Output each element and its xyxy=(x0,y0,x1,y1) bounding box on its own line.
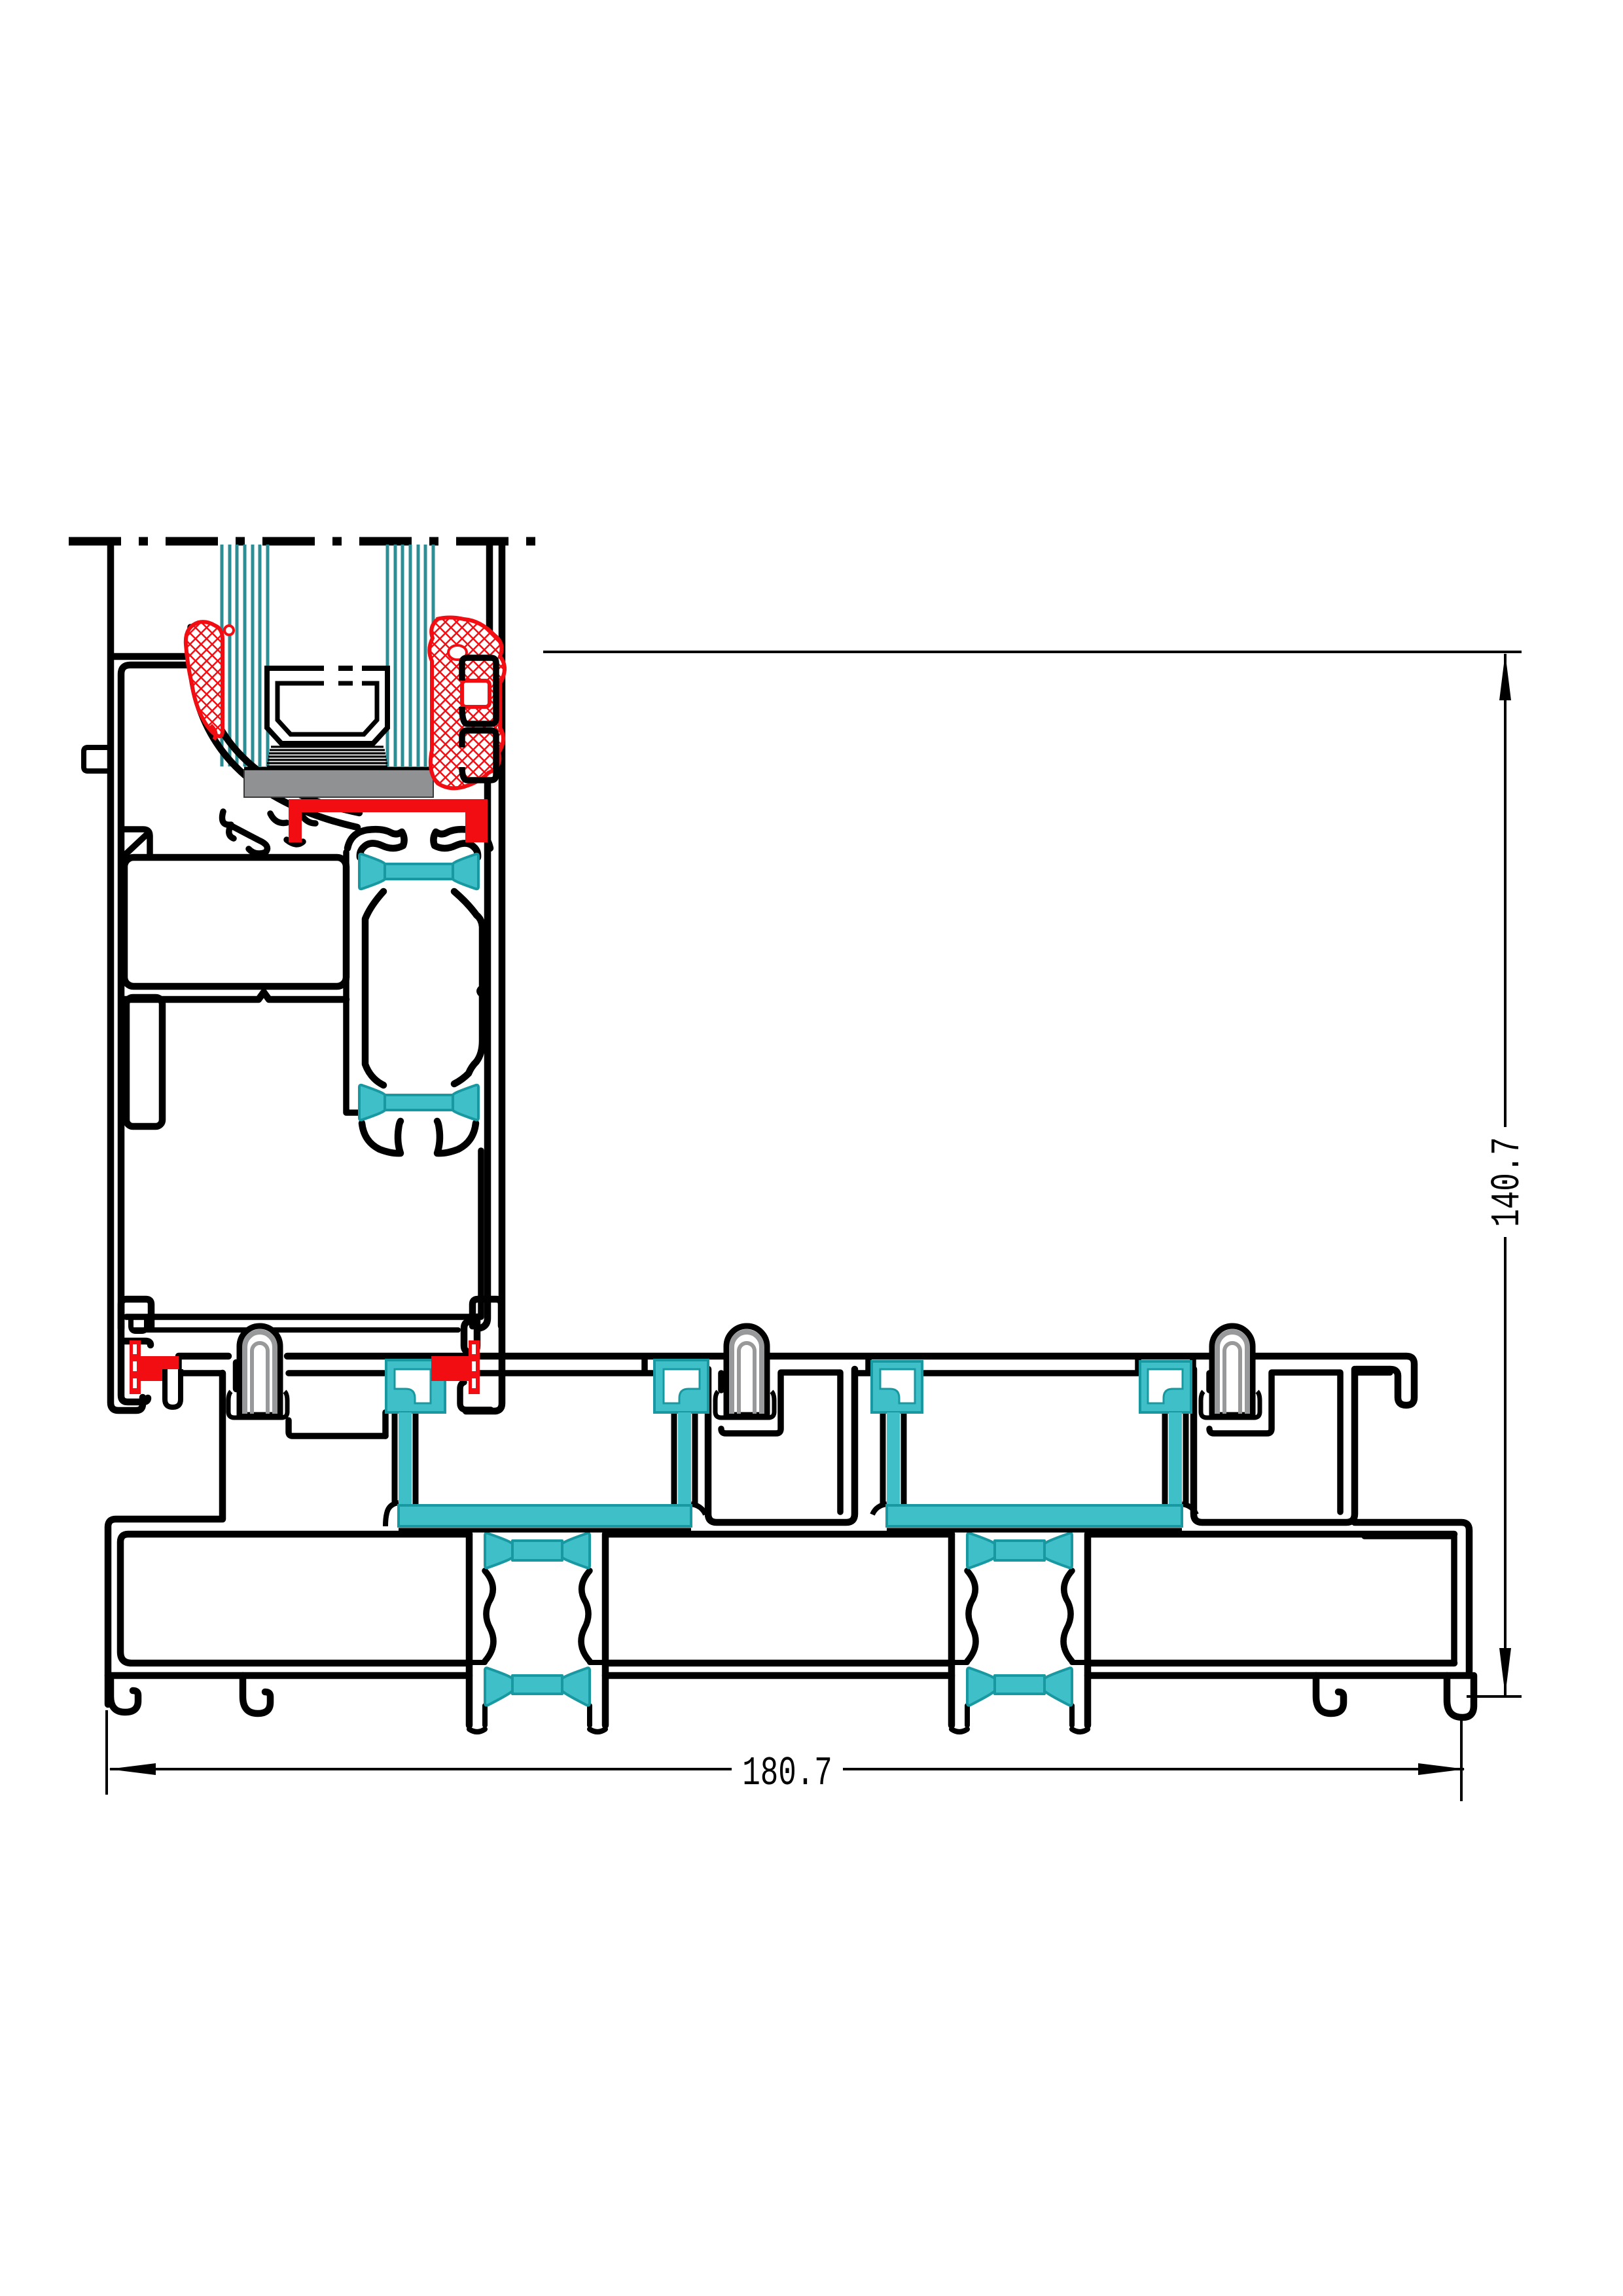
svg-text:180.7: 180.7 xyxy=(742,1751,832,1797)
svg-text:140.7: 140.7 xyxy=(1486,1137,1531,1227)
